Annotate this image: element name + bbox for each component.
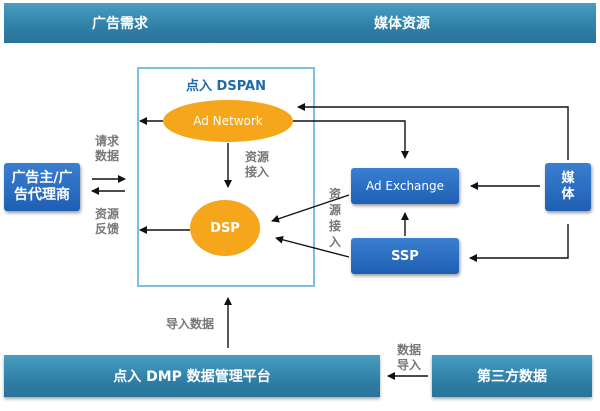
arrow-media-ssp [469,224,569,262]
third-party-label: 第三方数据 [477,369,547,385]
ad-network-node: Ad Network [163,100,293,142]
ad-network-label: Ad Network [193,114,263,128]
resource-feedback-label: 资源反馈 [94,207,119,236]
resource-access-vertical-label: 资源接入 [328,187,341,249]
dspan-title: 点入 DSPAN [186,79,266,94]
ad-exchange-node: Ad Exchange [351,168,459,204]
media-label: 媒体 [561,171,575,202]
ad-demand-label: 广告需求 [92,16,148,32]
arrow-adnetwork-adexchange [293,120,409,159]
dsp-label: DSP [210,220,240,236]
arrow-adexchange-dsp [271,194,350,223]
ssp-label: SSP [391,248,419,264]
dmp-banner: 点入 DMP 数据管理平台 [4,355,380,397]
advertiser-label: 广告主/广告代理商 [11,170,73,203]
media-resource-label: 媒体资源 [374,16,430,32]
media-resource-banner: 媒体资源 [208,3,596,43]
data-import-label: 数据导入 [396,343,421,372]
request-data-label: 请求数据 [94,134,119,163]
advertiser-node: 广告主/广告代理商 [4,163,80,211]
arrow-media-adnetwork [297,103,569,160]
arrow-ssp-dsp [275,235,350,258]
third-party-banner: 第三方数据 [432,355,592,397]
resource-access-inner-label: 资源接入 [244,150,269,179]
import-data-label: 导入数据 [165,317,214,331]
ad-demand-banner: 广告需求 [4,3,236,43]
ssp-node: SSP [351,238,459,274]
dmp-label: 点入 DMP 数据管理平台 [113,369,271,385]
dspan-frame [137,67,315,287]
media-node: 媒体 [545,163,591,211]
ad-exchange-label: Ad Exchange [365,179,445,193]
dsp-node: DSP [190,200,260,256]
